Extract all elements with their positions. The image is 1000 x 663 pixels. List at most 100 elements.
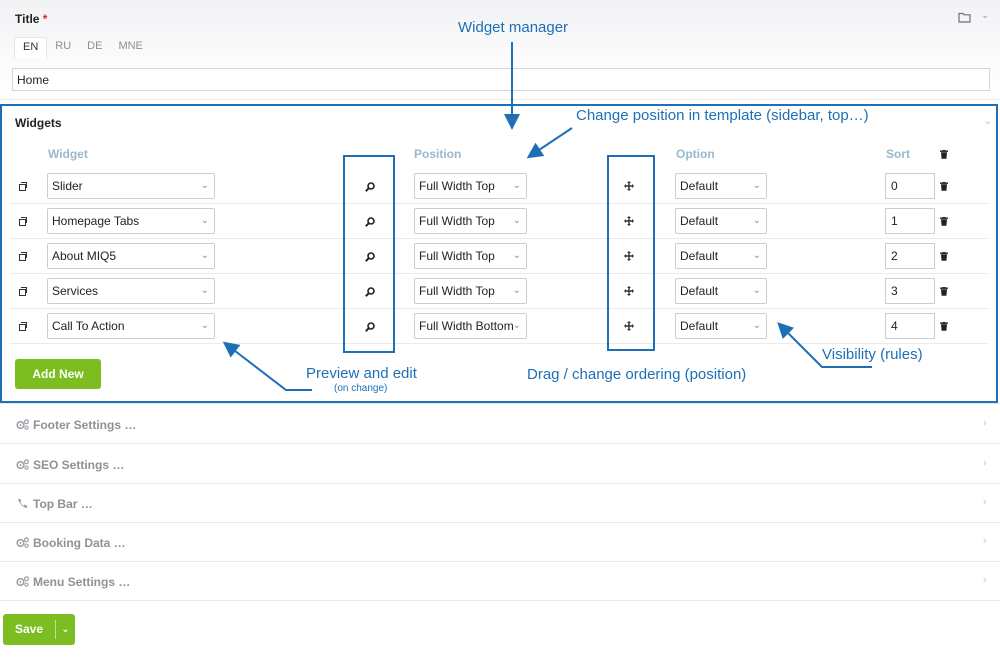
save-button[interactable]: Save [14, 622, 44, 636]
chevron-right-icon: › [983, 417, 987, 429]
annotation-visibility: Visibility (rules) [822, 346, 923, 363]
option-select-value: Default [680, 284, 719, 298]
sort-input[interactable] [885, 243, 935, 269]
move-icon[interactable] [624, 321, 634, 331]
delete-icon[interactable] [940, 182, 948, 191]
sort-input[interactable] [885, 278, 935, 304]
table-row: Slider⌄ Full Width Top⌄ Default⌄ [10, 169, 988, 204]
gears-icon [16, 419, 29, 430]
section-label: Booking Data … [33, 536, 126, 550]
tab-en[interactable]: EN [14, 37, 48, 59]
tab-de[interactable]: DE [87, 40, 103, 52]
position-select[interactable]: Full Width Top⌄ [414, 173, 527, 199]
copy-icon[interactable] [19, 217, 27, 226]
widget-select[interactable]: Services⌄ [47, 278, 215, 304]
delete-icon[interactable] [940, 287, 948, 296]
sort-input[interactable] [885, 208, 935, 234]
move-icon[interactable] [624, 286, 634, 296]
position-select[interactable]: Full Width Bottom⌄ [414, 313, 527, 339]
widgets-panel: Widgets ⌄ Widget Position Option Sort Sl… [0, 104, 1000, 404]
section-label: Top Bar … [33, 497, 93, 511]
move-icon[interactable] [624, 251, 634, 261]
chevron-down-icon: ⌄ [200, 320, 209, 331]
copy-icon[interactable] [19, 322, 27, 331]
save-dropdown-toggle[interactable]: ⌄ [61, 624, 70, 635]
table-row: About MIQ5⌄ Full Width Top ⌄ Default⌄ [10, 239, 988, 274]
annotation-preview-edit-sub: (on change) [334, 383, 388, 394]
section-menu-settings[interactable]: Menu Settings … › [0, 562, 1000, 601]
copy-icon[interactable] [19, 287, 27, 296]
delete-all-icon[interactable] [940, 150, 948, 159]
widget-select-value: Call To Action [52, 319, 125, 333]
chevron-down-icon: ⌄ [200, 285, 209, 296]
annotation-drag-ordering: Drag / change ordering (position) [527, 366, 747, 383]
annotation-widgets-box [0, 104, 998, 403]
section-booking-data[interactable]: Booking Data … › [0, 523, 1000, 562]
title-area: Title * EN RU DE MNE ⌄ [0, 0, 1000, 100]
option-select[interactable]: Default⌄ [675, 173, 767, 199]
option-select[interactable]: Default⌄ [675, 313, 767, 339]
gears-icon [16, 537, 29, 548]
option-select[interactable]: Default⌄ [675, 243, 767, 269]
position-select-value: Full Width Bottom [419, 319, 514, 333]
option-select-value: Default [680, 179, 719, 193]
copy-icon[interactable] [19, 182, 27, 191]
copy-icon[interactable] [19, 252, 27, 261]
section-top-bar[interactable]: Top Bar … › [0, 484, 1000, 523]
delete-icon[interactable] [940, 322, 948, 331]
add-new-button[interactable]: Add New [15, 359, 101, 389]
chevron-down-icon: ⌄ [512, 215, 521, 226]
preview-icon[interactable] [365, 217, 375, 227]
position-select-value: Full Width Top [419, 249, 495, 263]
tab-mne[interactable]: MNE [118, 40, 143, 52]
column-header-sort: Sort [886, 147, 910, 161]
save-divider [55, 620, 56, 639]
widget-select[interactable]: Call To Action ⌄ [47, 313, 215, 339]
sort-input[interactable] [885, 173, 935, 199]
preview-icon[interactable] [365, 322, 375, 332]
delete-icon[interactable] [940, 217, 948, 226]
annotation-drag-box [607, 155, 655, 351]
section-footer-settings[interactable]: Footer Settings … › [0, 405, 1000, 444]
annotation-widget-manager: Widget manager [458, 19, 569, 36]
title-label-text: Title [15, 12, 40, 26]
widgets-panel-title: Widgets [15, 116, 62, 130]
section-seo-settings[interactable]: SEO Settings … › [0, 445, 1000, 484]
folder-icon[interactable] [958, 12, 971, 23]
chevron-down-icon: ⌄ [752, 250, 761, 261]
panel-collapse-icon[interactable]: ⌄ [983, 115, 993, 127]
position-select[interactable]: Full Width Top ⌄ [414, 278, 527, 304]
position-select-value: Full Width Top [419, 284, 495, 298]
gears-icon [16, 459, 29, 470]
position-select[interactable]: Full Width Top⌄ [414, 208, 527, 234]
widget-select[interactable]: Homepage Tabs⌄ [47, 208, 215, 234]
annotation-preview-box [343, 155, 395, 353]
sort-input[interactable] [885, 313, 935, 339]
widget-select[interactable]: About MIQ5⌄ [47, 243, 215, 269]
preview-icon[interactable] [365, 287, 375, 297]
position-select[interactable]: Full Width Top ⌄ [414, 243, 527, 269]
annotation-preview-edit: Preview and edit [306, 365, 417, 382]
delete-icon[interactable] [940, 252, 948, 261]
tab-ru[interactable]: RU [55, 40, 72, 52]
preview-icon[interactable] [365, 182, 375, 192]
chevron-down-icon[interactable]: ⌄ [981, 10, 990, 21]
chevron-down-icon: ⌄ [512, 250, 521, 261]
save-button-group: Save ⌄ [3, 614, 75, 645]
chevron-down-icon: ⌄ [200, 180, 209, 191]
option-select[interactable]: Default ⌄ [675, 278, 767, 304]
chevron-down-icon: ⌄ [752, 285, 761, 296]
chevron-right-icon: › [983, 496, 987, 508]
widget-select[interactable]: Slider⌄ [47, 173, 215, 199]
chevron-down-icon: ⌄ [752, 215, 761, 226]
chevron-down-icon: ⌄ [512, 285, 521, 296]
widget-select-value: Homepage Tabs [52, 214, 140, 228]
option-select-value: Default [680, 214, 719, 228]
title-label: Title * [15, 12, 47, 26]
option-select[interactable]: Default ⌄ [675, 208, 767, 234]
table-row: Call To Action ⌄ Full Width Bottom⌄ Defau… [10, 309, 988, 344]
move-icon[interactable] [624, 181, 634, 191]
preview-icon[interactable] [365, 252, 375, 262]
title-input[interactable] [12, 68, 990, 91]
move-icon[interactable] [624, 216, 634, 226]
